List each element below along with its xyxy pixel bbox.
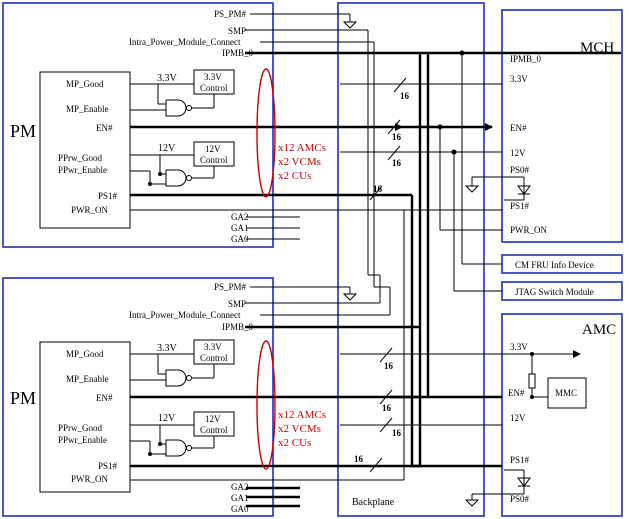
pm-top-ppwr-good: PPrw_Good bbox=[58, 153, 103, 163]
pm-top-ipmb0: IPMB_0 bbox=[222, 48, 254, 58]
amc-ps0: PS0# bbox=[510, 494, 530, 504]
mch-en: EN# bbox=[510, 123, 527, 133]
amc-outline bbox=[501, 313, 623, 517]
pm-top-ps1: PS1# bbox=[98, 191, 118, 201]
pm-bottom-ctrl33-l2: Control bbox=[200, 353, 228, 363]
pm-bottom-ellipse bbox=[256, 340, 276, 470]
pm-top-smp: SMP bbox=[228, 26, 246, 36]
pm-bottom-ps-pm: PS_PM# bbox=[214, 282, 247, 292]
mch-pwr-on: PWR_ON bbox=[510, 225, 548, 235]
pm-bottom-smp: SMP bbox=[228, 299, 246, 309]
pm-top-red-1: x12 AMCs bbox=[278, 142, 326, 154]
bus-width-7: 16 bbox=[392, 428, 402, 438]
amc-ps1: PS1# bbox=[510, 455, 530, 465]
bus-width-3: 16 bbox=[392, 158, 402, 168]
pm-bottom: PM MP_Good MP_Enable EN# PPrw_Good PPwr_… bbox=[10, 282, 420, 514]
pm-top-ps-pm: PS_PM# bbox=[214, 9, 247, 19]
jtag-label: JTAG Switch Module bbox=[515, 287, 594, 297]
bus-width-2: 16 bbox=[392, 132, 402, 142]
bus-width-4: 16 bbox=[373, 184, 383, 194]
backplane-wiring: 16 16 16 16 16 16 16 16 Backplane bbox=[338, 30, 502, 508]
pm-top-outline bbox=[2, 2, 274, 248]
pm-top-ellipse bbox=[256, 68, 276, 198]
amc-label: AMC bbox=[582, 322, 616, 338]
pm-bottom-mp-good: MP_Good bbox=[66, 349, 104, 359]
pm-top-mp-good: MP_Good bbox=[66, 79, 104, 89]
pm-bottom-red-1: x12 AMCs bbox=[278, 409, 326, 421]
pm-top-ga2: GA2 bbox=[231, 212, 249, 222]
pm-top-ppwr-enable: PPwr_Enable bbox=[58, 165, 107, 175]
backplane-outline bbox=[337, 2, 485, 517]
pm-bottom-pwr-on: PWR_ON bbox=[71, 474, 109, 484]
backplane-label: Backplane bbox=[352, 497, 395, 508]
pm-bottom-intra: Intra_Power_Module_Connect bbox=[129, 310, 241, 320]
pm-bottom-ipmb0: IPMB_0 bbox=[222, 322, 254, 332]
mch-ipmb0: IPMB_0 bbox=[510, 54, 542, 64]
pm-top-red-2: x2 VCMs bbox=[278, 156, 321, 168]
pm-top-ctrl12-l1: 12V bbox=[205, 144, 221, 154]
mch-outline bbox=[501, 9, 623, 243]
mch-ps0: PS0# bbox=[510, 165, 530, 175]
pm-top-en: EN# bbox=[96, 123, 113, 133]
mch-v12: 12V bbox=[510, 148, 526, 158]
pm-bottom-ga0: GA0 bbox=[231, 504, 249, 514]
mmc-box bbox=[547, 377, 587, 409]
bus-width-8: 16 bbox=[354, 454, 364, 464]
amc-en: EN# bbox=[508, 388, 525, 398]
pm-bottom-inner-block bbox=[39, 341, 131, 493]
pm-bottom-red-2: x2 VCMs bbox=[278, 423, 321, 435]
pm-bottom-v33: 3.3V bbox=[157, 343, 178, 354]
pm-bottom-ga1: GA1 bbox=[231, 493, 249, 503]
bus-width-1: 16 bbox=[400, 91, 410, 101]
pm-top-intra: Intra_Power_Module_Connect bbox=[129, 37, 241, 47]
pm-bottom-mp-enable: MP_Enable bbox=[66, 374, 109, 384]
pm-top-ctrl33-box bbox=[193, 69, 235, 95]
pm-bottom-ps1: PS1# bbox=[98, 461, 118, 471]
bus-width-5: 16 bbox=[384, 361, 394, 371]
pm-bottom-ctrl33-l1: 3.3V bbox=[204, 342, 222, 352]
pm-top-ctrl33-l2: Control bbox=[200, 83, 228, 93]
pm-bottom-label: PM bbox=[10, 388, 36, 408]
pm-top-v12: 12V bbox=[158, 143, 176, 154]
pm-top-v33: 3.3V bbox=[157, 73, 178, 84]
amc-v12: 12V bbox=[510, 413, 526, 423]
pm-top-label: PM bbox=[10, 121, 36, 141]
mch-label: MCH bbox=[580, 40, 614, 56]
pm-bottom-red-3: x2 CUs bbox=[278, 437, 311, 449]
pm-top-inner-block bbox=[39, 71, 131, 229]
pm-bottom-ctrl12-l2: Control bbox=[200, 425, 228, 435]
pm-top-pwr-on: PWR_ON bbox=[71, 205, 109, 215]
pm-top: PM MP_Good MP_Enable EN# PPrw_Good PPwr_… bbox=[10, 9, 621, 244]
pm-bottom-ppwr-good: PPrw_Good bbox=[58, 423, 103, 433]
mch-v33: 3.3V bbox=[510, 74, 528, 84]
pm-bottom-ga2: GA2 bbox=[231, 482, 249, 492]
amc-v33: 3.3V bbox=[510, 342, 528, 352]
pm-top-red-3: x2 CUs bbox=[278, 170, 311, 182]
amc: AMC 3.3V EN# 12V PS1# PS0# MMC bbox=[464, 322, 616, 507]
pm-top-ctrl33-l1: 3.3V bbox=[204, 72, 222, 82]
pm-bottom-en: EN# bbox=[96, 393, 113, 403]
pm-top-ga1: GA1 bbox=[231, 223, 249, 233]
mch: MCH IPMB_0 3.3V EN# 12V PS0# PS1# PWR_ON bbox=[464, 40, 614, 235]
pm-bottom-ctrl12-l1: 12V bbox=[205, 414, 221, 424]
mch-ps1: PS1# bbox=[510, 201, 530, 211]
pm-top-ga0: GA0 bbox=[231, 234, 249, 244]
pm-bottom-ppwr-enable: PPwr_Enable bbox=[58, 435, 107, 445]
pm-bottom-v12: 12V bbox=[158, 413, 176, 424]
cm-fru-label: CM FRU Info Device bbox=[515, 260, 594, 270]
mmc-label: MMC bbox=[555, 388, 577, 398]
pm-top-mp-enable: MP_Enable bbox=[66, 104, 109, 114]
pm-top-ctrl12-l2: Control bbox=[200, 155, 228, 165]
bus-width-6: 16 bbox=[382, 403, 392, 413]
